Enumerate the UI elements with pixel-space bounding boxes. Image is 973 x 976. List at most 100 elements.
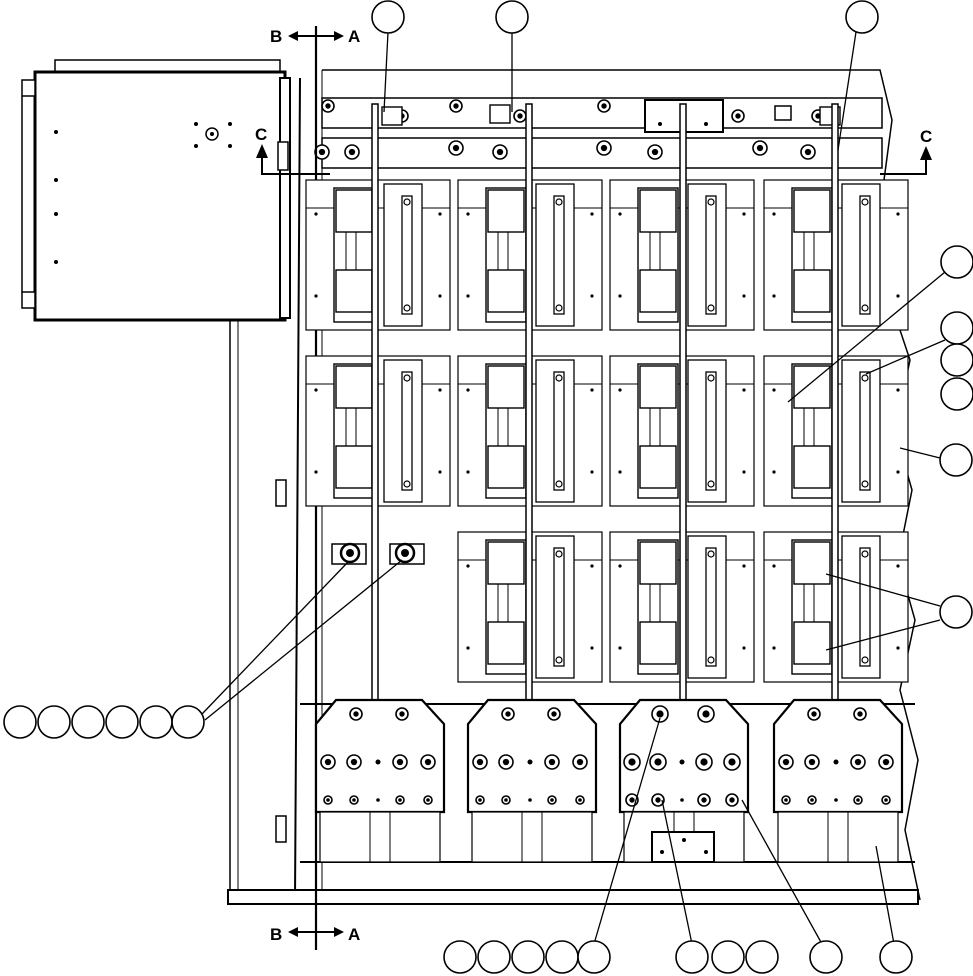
bolt-core	[884, 798, 888, 802]
module-dot	[466, 470, 470, 474]
bolt-core	[496, 148, 504, 156]
bolt-core	[348, 148, 356, 156]
bolt-core	[325, 103, 331, 109]
module-dot	[896, 470, 900, 474]
terminal-plate	[466, 698, 598, 814]
bolt-core	[318, 148, 326, 156]
callout-bubble	[940, 343, 973, 377]
module-slot	[705, 195, 717, 315]
bolt-core	[702, 710, 710, 718]
module-slot	[401, 371, 413, 491]
bolt-core	[854, 758, 862, 766]
module-slot	[705, 371, 717, 491]
callout-bubble	[940, 311, 973, 345]
terminal-plate	[772, 698, 904, 814]
module-dot	[896, 294, 900, 298]
module-array	[305, 179, 909, 683]
module-pin	[861, 374, 869, 382]
module-dot	[438, 212, 442, 216]
section-label-c-left: C	[255, 125, 267, 144]
callout-bubble	[37, 705, 71, 739]
callout-bubble	[3, 705, 37, 739]
callout-bubble	[711, 940, 745, 974]
bolt-core	[350, 758, 358, 766]
bolt-core	[352, 798, 356, 802]
terminal-dot	[528, 798, 532, 802]
callout-bubble	[845, 0, 879, 34]
module-dot	[742, 470, 746, 474]
module-dot	[466, 294, 470, 298]
terminal-dot	[680, 798, 684, 802]
module-dot	[314, 388, 318, 392]
module-clamp-top	[335, 365, 373, 409]
module-dot	[590, 388, 594, 392]
callout-bubble	[940, 245, 973, 279]
module-pin	[707, 198, 715, 206]
bolt-core	[811, 711, 817, 717]
module-dot	[772, 212, 776, 216]
leader-lines	[201, 31, 946, 945]
module-slot	[859, 371, 871, 491]
terminal-dot	[376, 798, 380, 802]
bolt-core	[651, 148, 659, 156]
module-dot	[314, 294, 318, 298]
callout-bubble	[139, 705, 173, 739]
module-dot	[618, 470, 622, 474]
callout-bubble	[939, 443, 973, 477]
module-dot	[590, 646, 594, 650]
module-pin	[707, 374, 715, 382]
module-dot	[590, 294, 594, 298]
section-label-a-bottom: A	[348, 925, 360, 944]
bolt-core	[324, 758, 332, 766]
module-slot	[553, 195, 565, 315]
module-clamp-top	[487, 541, 525, 585]
module-clamp-top	[639, 541, 677, 585]
bolt-core	[784, 798, 788, 802]
bolt-core	[478, 798, 482, 802]
bolt-core	[396, 758, 404, 766]
module-pin	[403, 304, 411, 312]
terminal-block	[772, 698, 904, 863]
bolt-core	[628, 758, 636, 766]
top-bolt-group	[314, 99, 841, 160]
bolt-core	[550, 798, 554, 802]
module-dot	[466, 564, 470, 568]
module-clamp-top	[639, 189, 677, 233]
module-clamp-bottom	[793, 621, 831, 665]
bolt-core	[426, 798, 430, 802]
module-clamp-bottom	[335, 445, 373, 489]
module-clamp-bottom	[487, 621, 525, 665]
module-dot	[618, 564, 622, 568]
bolt-core	[700, 758, 708, 766]
control-box	[21, 59, 291, 895]
bolt-core	[505, 711, 511, 717]
callout-bubble	[171, 705, 205, 739]
terminal-dot	[834, 798, 838, 802]
module-pin	[707, 550, 715, 558]
terminal-plate	[314, 698, 446, 814]
terminal-block-array	[314, 698, 904, 863]
module-slot	[859, 195, 871, 315]
callout-bubble	[940, 377, 973, 411]
module-dot	[466, 388, 470, 392]
bolt-core	[517, 113, 523, 119]
module-pin	[861, 656, 869, 664]
section-label-a-top: A	[348, 27, 360, 46]
module-clamp-bottom	[487, 445, 525, 489]
module-dot	[618, 646, 622, 650]
module-pin	[403, 198, 411, 206]
bolt-core	[654, 758, 662, 766]
module-dot	[896, 564, 900, 568]
module-clamp-top	[487, 365, 525, 409]
bolt-core	[424, 758, 432, 766]
terminal-base	[471, 811, 593, 863]
bolt-core	[810, 798, 814, 802]
bolt-core	[576, 758, 584, 766]
bolt-core	[601, 103, 607, 109]
bolt-core	[578, 798, 582, 802]
callout-bubble	[71, 705, 105, 739]
bolt-core	[729, 797, 735, 803]
module-dot	[618, 388, 622, 392]
callout-bubble	[477, 940, 511, 974]
bolt-core	[326, 798, 330, 802]
